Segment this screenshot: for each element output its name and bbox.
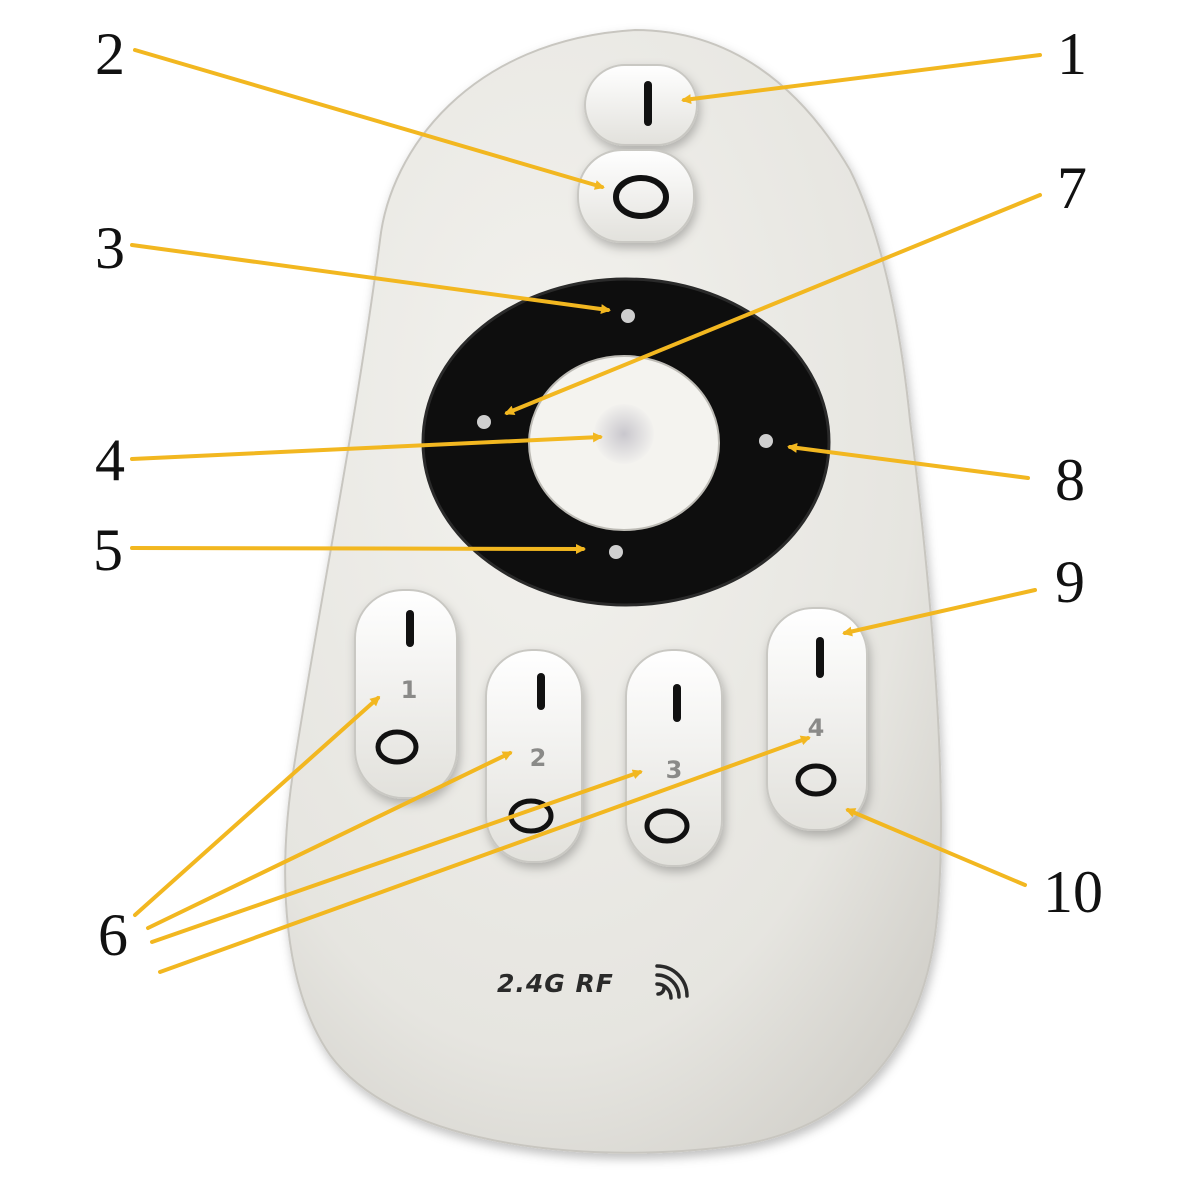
- arrow-8: [787, 442, 1030, 480]
- arrow-4: [130, 432, 603, 461]
- callout-9: 9: [1055, 549, 1085, 615]
- callout-7: 7: [1057, 155, 1087, 221]
- zone-2-digit: 2: [530, 744, 547, 772]
- callout-3: 3: [95, 215, 125, 281]
- arrow-6b: [146, 751, 513, 930]
- rf-label-text: 2.4G RF: [497, 969, 614, 998]
- arrow-6c: [150, 769, 643, 944]
- off-circle-icon: [613, 175, 669, 219]
- arrow-9: [842, 588, 1037, 637]
- center-button[interactable]: [594, 404, 654, 464]
- power-off-button[interactable]: [577, 149, 695, 243]
- callout-8: 8: [1055, 447, 1085, 513]
- zone-3-button[interactable]: 3: [625, 649, 723, 867]
- ring-dot-left: [477, 415, 491, 429]
- zone-4-off-icon: [795, 763, 837, 797]
- zone-1-button[interactable]: 1: [354, 589, 458, 799]
- zone-4-button[interactable]: 4: [766, 607, 868, 831]
- wireless-signal-icon: [655, 964, 689, 1000]
- zone-1-digit: 1: [401, 676, 418, 704]
- rf-label: 2.4G RF: [497, 964, 689, 1000]
- callout-4: 4: [95, 427, 125, 493]
- ring-dot-bottom: [609, 545, 623, 559]
- callout-1: 1: [1057, 21, 1087, 87]
- arrow-3: [130, 243, 611, 315]
- arrow-2: [133, 48, 605, 190]
- arrow-5: [130, 543, 586, 554]
- zone-3-digit: 3: [666, 756, 683, 784]
- arrow-10: [845, 808, 1027, 887]
- arrow-6d: [158, 735, 811, 974]
- callout-6: 6: [98, 902, 128, 968]
- touch-ring[interactable]: [421, 277, 831, 607]
- zone-4-digit: 4: [808, 714, 825, 742]
- power-on-button[interactable]: [584, 64, 698, 146]
- callout-10: 10: [1043, 859, 1103, 925]
- zone-1-off-icon: [375, 729, 419, 765]
- callout-2: 2: [95, 21, 125, 87]
- callout-5: 5: [93, 517, 123, 583]
- arrows: [130, 48, 1042, 974]
- arrow-6a: [133, 696, 381, 917]
- arrow-7: [504, 193, 1042, 415]
- arrow-1: [681, 53, 1042, 105]
- ring-dot-right: [759, 434, 773, 448]
- ring-dot-top: [621, 309, 635, 323]
- zone-3-off-icon: [644, 808, 690, 844]
- callout-labels: 1 2 3 4 5 6 7 8 9 10: [93, 21, 1103, 968]
